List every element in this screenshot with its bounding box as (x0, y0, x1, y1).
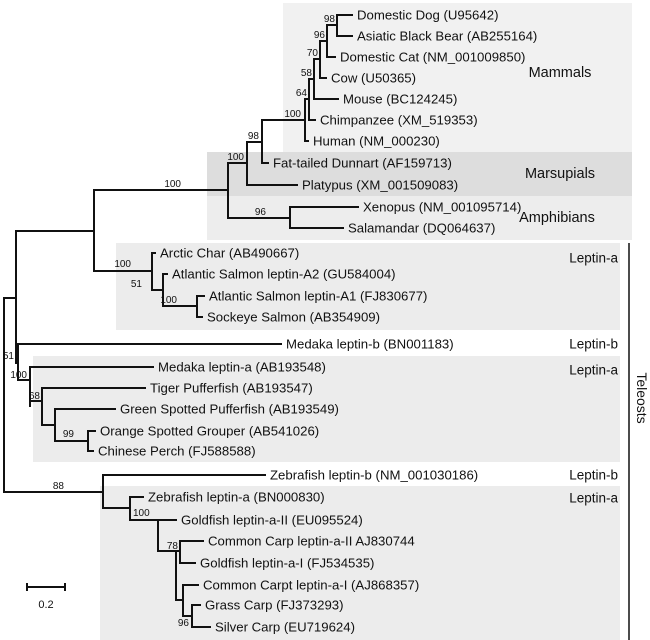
clade-box-mammals (283, 3, 632, 152)
bootstrap-value: 100 (164, 179, 181, 190)
taxon-label: Atlantic Salmon leptin-A2 (GU584004) (172, 267, 396, 282)
taxon-label: Domestic Dog (U95642) (357, 8, 498, 23)
taxon-label: Human (NM_000230) (313, 134, 440, 149)
gene-type-label: Leptin-a (569, 491, 618, 506)
taxon-label: Common Carp leptin-a-II AJ830744 (208, 534, 415, 549)
taxon-label: Grass Carp (FJ373293) (205, 598, 344, 613)
bootstrap-value: 100 (227, 152, 244, 163)
bootstrap-value: 58 (301, 68, 313, 79)
bootstrap-value: 96 (255, 207, 267, 218)
bootstrap-value: 64 (296, 88, 308, 99)
gene-type-label: Leptin-b (569, 468, 618, 483)
clade-group-label: Mammals (529, 65, 592, 81)
bootstrap-value: 78 (167, 541, 179, 552)
bootstrap-value: 51 (3, 351, 15, 362)
taxon-label: Mouse (BC124245) (343, 92, 457, 107)
bootstrap-value: 100 (10, 370, 27, 381)
bootstrap-value: 100 (114, 259, 131, 270)
taxon-label: Salamandar (DQ064637) (348, 221, 495, 236)
taxon-label: Silver Carp (EU719624) (215, 620, 355, 635)
taxon-label: Platypus (XM_001509083) (302, 178, 458, 193)
clade-box-percomorph-leptin-a (33, 356, 620, 462)
taxon-label: Fat-tailed Dunnart (AF159713) (273, 156, 452, 171)
bootstrap-value: 70 (307, 48, 319, 59)
bootstrap-value: 96 (314, 30, 326, 41)
gene-type-label: Leptin-a (569, 363, 618, 378)
taxon-label: Green Spotted Pufferfish (AB193549) (120, 402, 339, 417)
taxon-label: Cow (U50365) (331, 71, 416, 86)
bootstrap-value: 100 (284, 109, 301, 120)
bootstrap-value: 100 (133, 508, 150, 519)
clade-box-salmonid-leptin-a (116, 243, 620, 330)
gene-type-label: Leptin-b (569, 337, 618, 352)
clade-group-label: Amphibians (519, 210, 595, 226)
taxon-label: Medaka leptin-b (BN001183) (286, 337, 454, 352)
bootstrap-value: 68 (29, 391, 41, 402)
taxon-label: Chimpanzee (XM_519353) (320, 113, 478, 128)
taxon-label: Chinese Perch (FJ588588) (98, 444, 256, 459)
taxon-label: Zebrafish leptin-b (NM_001030186) (270, 468, 478, 483)
clade-box-marsupials (207, 152, 632, 196)
taxon-label: Orange Spotted Grouper (AB541026) (100, 424, 319, 439)
taxon-label: Medaka leptin-a (AB193548) (158, 360, 326, 375)
taxon-label: Goldfish leptin-a-II (EU095524) (181, 513, 363, 528)
teleosts-label: Teleosts (634, 372, 650, 423)
bootstrap-value: 99 (63, 429, 75, 440)
taxon-label: Tiger Pufferfish (AB193547) (150, 381, 313, 396)
bootstrap-value: 98 (324, 14, 336, 25)
taxon-label: Zebrafish leptin-a (BN000830) (148, 490, 325, 505)
taxon-label: Goldfish leptin-a-I (FJ534535) (200, 556, 374, 571)
taxon-label: Common Carpt leptin-a-I (AJ868357) (203, 578, 419, 593)
bootstrap-value: 51 (131, 279, 143, 290)
taxon-label: Sockeye Salmon (AB354909) (207, 310, 380, 325)
bootstrap-value: 88 (53, 481, 65, 492)
taxon-label: Domestic Cat (NM_001009850) (340, 50, 525, 65)
taxon-label: Atlantic Salmon leptin-A1 (FJ830677) (209, 289, 427, 304)
gene-type-label: Leptin-a (569, 251, 618, 266)
clade-group-label: Marsupials (525, 166, 595, 182)
taxon-label: Arctic Char (AB490667) (160, 246, 299, 261)
scale-bar-label: 0.2 (38, 599, 53, 611)
taxon-label: Asiatic Black Bear (AB255164) (357, 29, 537, 44)
taxon-label: Xenopus (NM_001095714) (363, 200, 521, 215)
bootstrap-value: 96 (178, 618, 190, 629)
bootstrap-value: 98 (248, 131, 260, 142)
bootstrap-value: 100 (160, 295, 177, 306)
